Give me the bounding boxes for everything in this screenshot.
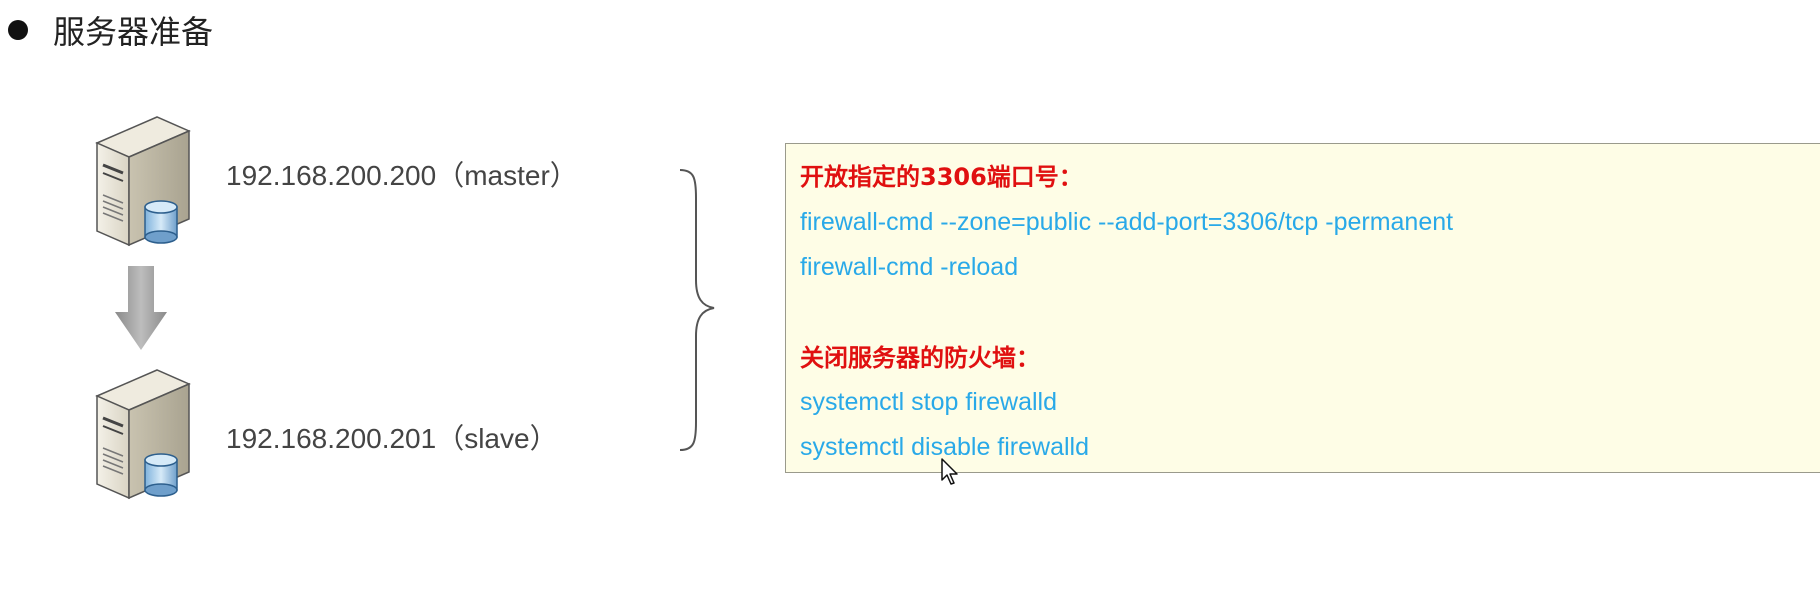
slave-server-icon [93,368,193,500]
mouse-cursor-icon [941,458,959,486]
replication-arrow-icon [113,266,169,352]
title-bullet [8,20,28,40]
disable-firewall-command: systemctl disable firewalld [800,433,1089,461]
reload-command: firewall-cmd -reload [800,253,1019,281]
firewall-instructions-panel: 开放指定的3306端口号： firewall-cmd --zone=public… [785,143,1820,473]
master-server-label: 192.168.200.200（master） [226,160,578,191]
open-port-heading: 开放指定的3306端口号： [800,163,1083,191]
slave-server-label: 192.168.200.201（slave） [226,423,558,454]
page-title: 服务器准备 [53,13,214,51]
master-server-icon [93,115,193,247]
open-port-command: firewall-cmd --zone=public --add-port=33… [800,208,1454,236]
right-brace [676,168,720,452]
stop-firewall-command: systemctl stop firewalld [800,388,1058,416]
close-firewall-heading: 关闭服务器的防火墙： [800,344,1040,372]
